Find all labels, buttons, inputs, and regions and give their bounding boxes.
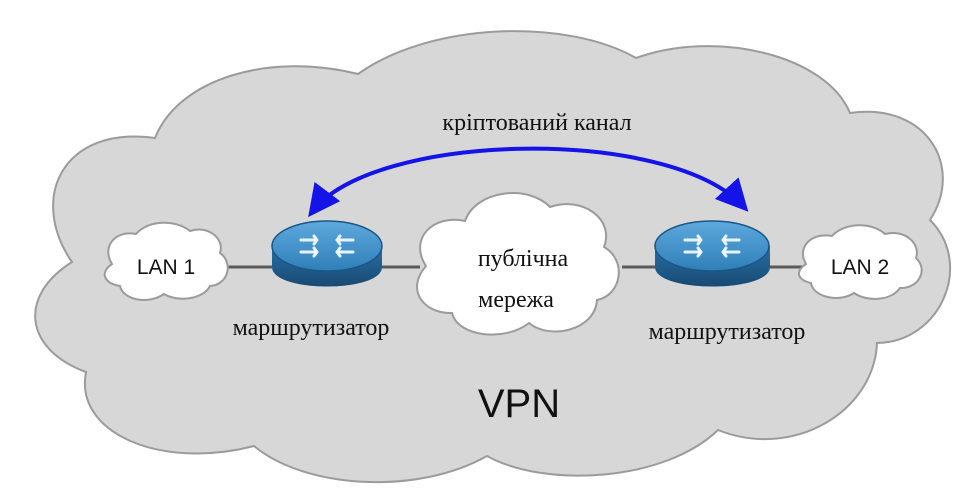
router-left — [271, 220, 383, 287]
encrypted-channel-label: кріптований канал — [442, 110, 631, 136]
router-right — [654, 220, 770, 287]
router-right-arrows-icon — [683, 234, 741, 258]
vpn-label: VPN — [478, 382, 560, 426]
lan2-cloud: LAN 2 — [798, 224, 923, 300]
public-network-label-line2: мережа — [478, 287, 554, 313]
lan2-label: LAN 2 — [831, 256, 889, 279]
lan1-cloud: LAN 1 — [103, 221, 229, 301]
public-network-label-line1: публічна — [478, 246, 569, 272]
router-right-label: маршрутизатор — [649, 319, 806, 345]
router-left-arrows-icon — [299, 234, 355, 258]
encrypted-channel-arrow — [308, 146, 749, 218]
router-left-label: маршрутизатор — [233, 315, 390, 341]
public-network-cloud: публічна мережа — [416, 192, 620, 336]
lan1-label: LAN 1 — [137, 256, 195, 279]
